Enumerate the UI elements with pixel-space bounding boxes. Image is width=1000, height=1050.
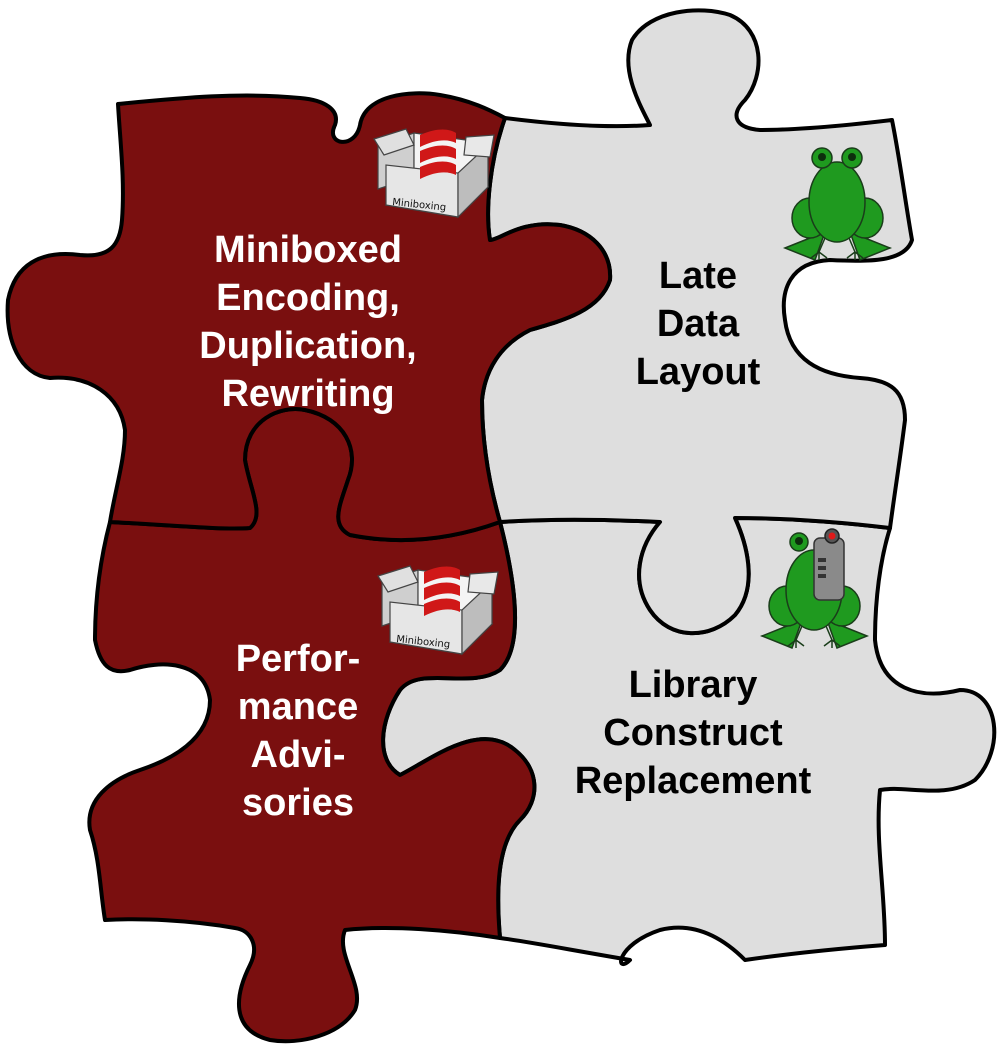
label-line: Data bbox=[657, 303, 740, 345]
label-line: Library bbox=[629, 664, 758, 706]
label-line: Rewriting bbox=[221, 373, 394, 415]
label-line: mance bbox=[238, 686, 358, 728]
label-line: Miniboxed bbox=[214, 229, 402, 271]
label-line: Replacement bbox=[575, 760, 812, 802]
top-right-label: Late Data Layout bbox=[636, 255, 761, 393]
label-line: Perfor- bbox=[236, 638, 361, 680]
bottom-right-label: Library Construct Replacement bbox=[575, 664, 812, 802]
top-left-label: Miniboxed Encoding, Duplication, Rewriti… bbox=[199, 229, 416, 415]
label-line: Construct bbox=[603, 712, 783, 754]
label-line: Layout bbox=[636, 351, 761, 393]
miniboxing-box-icon: Miniboxing bbox=[377, 565, 499, 656]
label-line: sories bbox=[242, 782, 354, 824]
robot-frog-icon bbox=[759, 528, 870, 649]
frog-icon bbox=[782, 147, 893, 261]
label-line: Advi- bbox=[251, 734, 346, 776]
miniboxing-box-icon: Miniboxing bbox=[373, 128, 495, 219]
label-line: Duplication, bbox=[199, 325, 416, 367]
bottom-left-label: Perfor- mance Advi- sories bbox=[236, 638, 361, 824]
label-line: Late bbox=[659, 255, 737, 297]
label-line: Encoding, bbox=[216, 277, 400, 319]
